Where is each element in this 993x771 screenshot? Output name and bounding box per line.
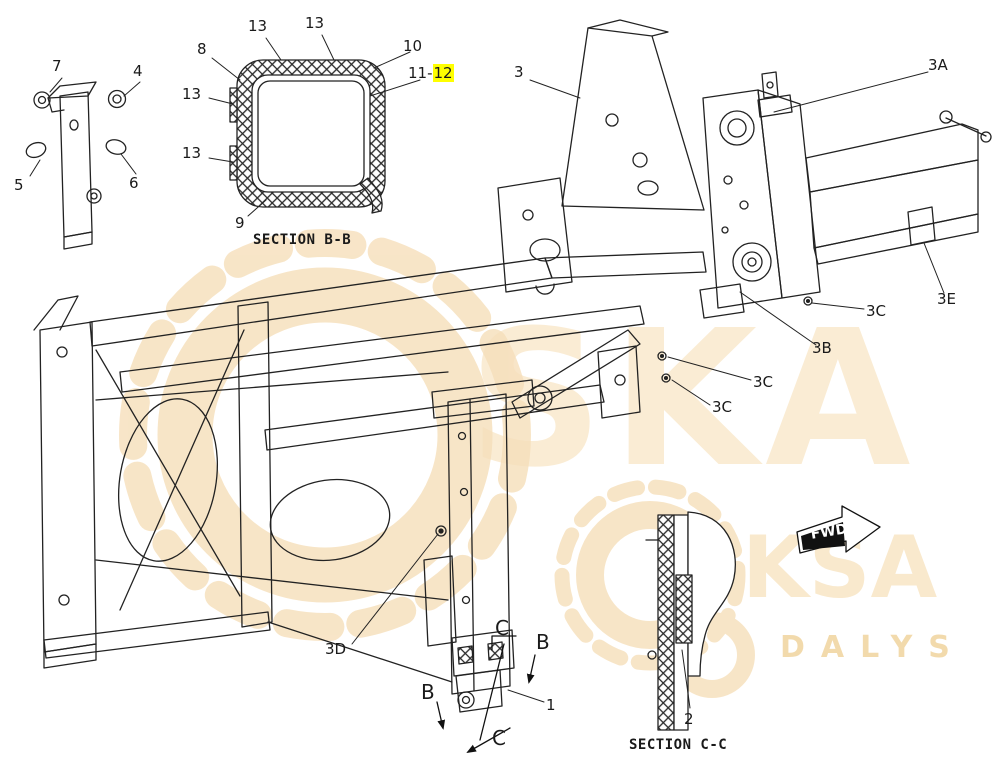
callout-11-12: 11-12 (408, 64, 454, 82)
callout-13-top-left: 13 (248, 17, 268, 35)
callout-6: 6 (129, 174, 139, 192)
section-cc-title: SECTION C-C (629, 737, 728, 753)
callout-8: 8 (197, 40, 207, 58)
callout-3: 3 (514, 63, 524, 81)
callout-10: 10 (403, 37, 423, 55)
callout-13-left-lower: 13 (182, 144, 202, 162)
callout-12-highlighted: 12 (432, 64, 454, 82)
callout-2: 2 (684, 710, 694, 728)
callout-7: 7 (52, 57, 62, 75)
callout-4: 4 (133, 62, 143, 80)
callout-13-top-right: 13 (305, 14, 325, 32)
callout-3e: 3E (937, 290, 957, 308)
watermark-gear-icon (119, 229, 755, 698)
section-cc-detail (645, 511, 736, 731)
callout-3b: 3B (812, 339, 832, 357)
rear-tower (699, 71, 821, 319)
cut-label-c-bottom: C (492, 726, 506, 750)
upper-gusset-plate (561, 19, 705, 211)
callout-11: 11- (408, 64, 433, 82)
cut-label-b-bottom: B (421, 680, 435, 704)
callout-13-left-upper: 13 (182, 85, 202, 103)
mount-post-assembly (25, 81, 127, 250)
callout-3c-right: 3C (866, 302, 887, 320)
leader-lines (29, 34, 945, 709)
center-post-assembly (423, 379, 535, 713)
section-bb-title: SECTION B-B (253, 232, 352, 248)
callout-9: 9 (235, 214, 245, 232)
callout-1: 1 (546, 696, 556, 714)
right-rail (803, 110, 992, 306)
callout-3c-lower: 3C (712, 398, 733, 416)
cut-label-b-top: B (536, 630, 550, 654)
callout-3d: 3D (325, 640, 347, 658)
callout-3c-middle: 3C (753, 373, 774, 391)
callout-3a: 3A (928, 56, 948, 74)
fwd-arrow-icon (796, 505, 881, 554)
section-cut-marks (436, 635, 536, 753)
callout-5: 5 (14, 176, 24, 194)
cut-label-c-top: C (495, 616, 509, 640)
section-bb-detail (229, 59, 386, 214)
front-end-frame (33, 295, 453, 683)
